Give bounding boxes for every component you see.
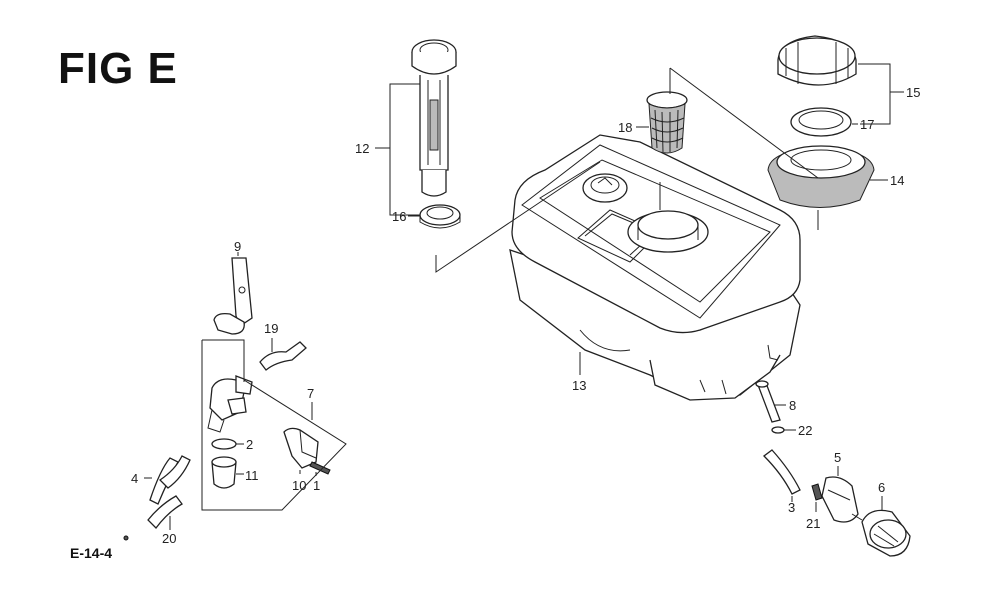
callout-1: 1 (313, 478, 320, 493)
callout-14: 14 (890, 173, 904, 188)
callout-2: 2 (246, 437, 253, 452)
fuel-strainer (646, 91, 688, 154)
reference-label: E-14-4 (70, 545, 113, 561)
callout-15: 15 (906, 85, 920, 100)
callout-20: 20 (162, 531, 176, 546)
callout-7: 7 (307, 386, 314, 401)
fuel-line-parts (755, 380, 911, 557)
callout-16: 16 (392, 209, 406, 224)
callout-3: 3 (788, 500, 795, 515)
leader-lines (144, 63, 904, 530)
callout-11: 11 (245, 468, 259, 483)
fuel-gauge (411, 39, 457, 197)
callout-8: 8 (789, 398, 796, 413)
fuel-tank (509, 134, 801, 401)
callout-18: 18 (618, 120, 632, 135)
callout-17: 17 (860, 117, 874, 132)
callout-6: 6 (878, 480, 885, 495)
cap-gasket (790, 107, 852, 137)
fuel-cock-assembly (123, 257, 347, 541)
filler-cap (777, 35, 857, 86)
gauge-gasket (419, 204, 461, 229)
callout-13: 13 (572, 378, 586, 393)
callout-4: 4 (131, 471, 138, 486)
filler-ring (767, 145, 875, 208)
callout-19: 19 (264, 321, 278, 336)
callout-9: 9 (234, 239, 241, 254)
figure-title: FIG E (58, 44, 178, 93)
callout-5: 5 (834, 450, 841, 465)
callout-10: 10 (292, 478, 306, 493)
callout-12: 12 (355, 141, 369, 156)
callout-21: 21 (806, 516, 820, 531)
callout-22: 22 (798, 423, 812, 438)
callout-labels: 1 2 3 4 5 6 7 8 9 10 11 12 13 14 15 16 1… (131, 85, 920, 546)
